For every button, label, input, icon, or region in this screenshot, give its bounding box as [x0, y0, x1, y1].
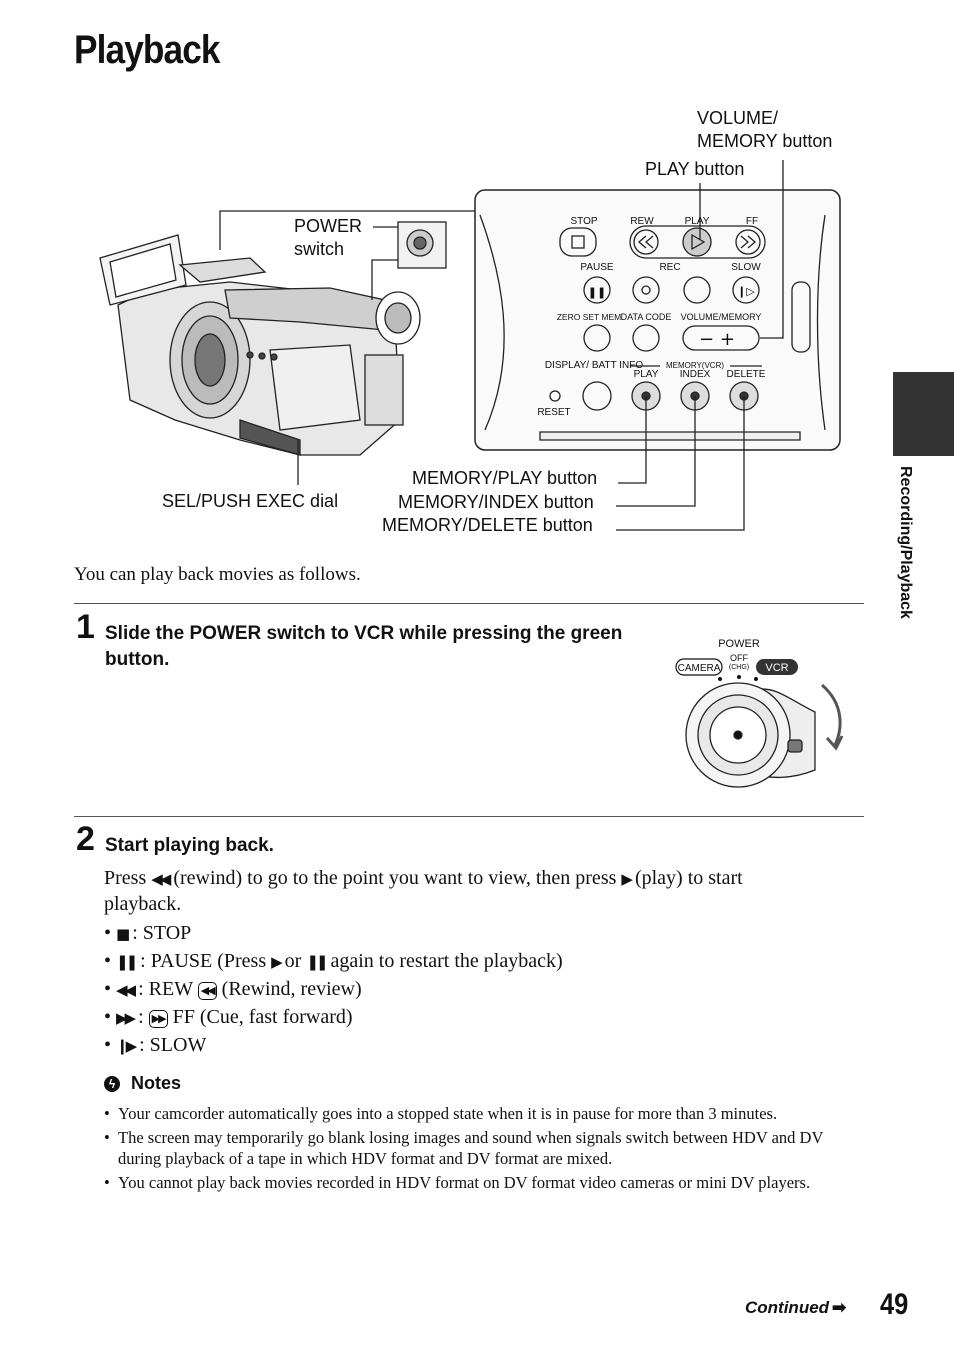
pause-icon: ❚❚: [116, 953, 138, 971]
dial-label-off: OFF: [730, 653, 748, 663]
panel-label-ff: FF: [746, 216, 758, 227]
slow-icon: ❙▶: [116, 1037, 137, 1055]
panel-label-rew: REW: [630, 216, 654, 227]
panel-label-mem-index: INDEX: [680, 369, 711, 380]
fast-forward-icon: ▶▶: [116, 1009, 136, 1027]
list-item: • ■ : STOP: [104, 922, 192, 944]
continued-label: Continued➡: [745, 1298, 847, 1317]
callout-memory-index-button: MEMORY/INDEX button: [398, 492, 594, 512]
page-title: Playback: [74, 28, 220, 72]
panel-label-data-code: DATA CODE: [621, 312, 672, 322]
callout-play-button: PLAY button: [645, 159, 745, 179]
playback-bullet-list: • ■ : STOP • ❚❚ : PAUSE (Press ▶ or ❚❚ a…: [104, 920, 824, 1060]
arrow-right-icon: ➡: [832, 1298, 847, 1317]
callout-power-switch: POWER switch: [294, 216, 363, 259]
section-tab-marker: [893, 372, 954, 456]
list-item: •The screen may temporarily go blank los…: [104, 1128, 824, 1168]
pause-icon: ❚❚: [588, 286, 606, 299]
dial-label-power: POWER: [718, 638, 760, 650]
step-2-text: Start playing back.: [105, 835, 274, 856]
panel-label-rec: REC: [659, 262, 680, 273]
rewind-icon: ◀◀: [151, 870, 171, 888]
callout-volume-memory-button: VOLUME/ MEMORY button: [697, 108, 833, 151]
rew-button-icon: ◀◀: [197, 982, 217, 1000]
section-tab: Recording/Playback: [896, 466, 920, 646]
step-2-body: Press ◀◀ (rewind) to go to the point you…: [104, 866, 824, 917]
volume-plus-minus-icon: − +: [699, 329, 735, 350]
panel-label-mem-delete: DELETE: [727, 369, 766, 380]
pause-icon: ❚❚: [306, 953, 328, 971]
camcorder-figure: STOP REW PLAY FF PAUSE REC SLOW ZERO SET…: [99, 160, 841, 531]
callout-memory-delete-button: MEMORY/DELETE button: [382, 515, 593, 535]
slow-icon: ❙▷: [737, 285, 755, 298]
step-divider: [74, 603, 864, 604]
dial-label-chg: (CHG): [729, 664, 749, 671]
panel-label-slow: SLOW: [731, 262, 761, 273]
notes-heading: ϟ Notes: [104, 1073, 181, 1094]
dial-label-camera: CAMERA: [678, 663, 721, 674]
list-item: •Your camcorder automatically goes into …: [104, 1104, 778, 1123]
panel-label-reset: RESET: [537, 407, 570, 418]
panel-label-play: PLAY: [685, 216, 710, 227]
notes-icon: ϟ: [104, 1076, 120, 1092]
play-icon: ▶: [621, 870, 632, 888]
dial-label-vcr: VCR: [765, 662, 788, 674]
stop-icon: ■: [116, 925, 130, 943]
body-rewind-part: (rewind) to go to the point you want to …: [173, 867, 617, 889]
callout-sel-push-exec-dial: SEL/PUSH EXEC dial: [162, 491, 339, 511]
power-dial-figure: POWER OFF (CHG) CAMERA VCR: [675, 638, 844, 788]
list-item: •You cannot play back movies recorded in…: [104, 1173, 811, 1192]
intro-text: You can play back movies as follows.: [74, 564, 361, 585]
panel-label-zero-set-mem: ZERO SET MEM: [557, 312, 622, 322]
page-number: 49: [880, 1288, 909, 1321]
rewind-icon: ◀◀: [116, 981, 136, 999]
step-2-number: 2: [76, 820, 95, 858]
panel-label-display-batt-info: DISPLAY/ BATT INFO: [545, 360, 644, 371]
callout-memory-play-button: MEMORY/PLAY button: [412, 468, 598, 488]
panel-label-pause: PAUSE: [580, 262, 613, 273]
notes-list: •Your camcorder automatically goes into …: [104, 1103, 870, 1193]
list-item: • ❚❚ : PAUSE (Press ▶ or ❚❚ again to res…: [104, 950, 563, 972]
panel-label-volume-memory: VOLUME/MEMORY: [681, 312, 762, 322]
list-item: • ▶▶ : ▶▶ FF (Cue, fast forward): [104, 1006, 353, 1028]
panel-label-mem-play: PLAY: [634, 369, 659, 380]
step-divider: [74, 816, 864, 817]
list-item: • ◀◀ : REW ◀◀ (Rewind, review): [104, 978, 362, 1000]
body-play-part: (play) to start playback.: [104, 867, 743, 915]
step-1-text: Slide the POWER switch to VCR while pres…: [105, 623, 623, 670]
play-icon: ▶: [271, 953, 282, 971]
ff-button-icon: ▶▶: [148, 1010, 168, 1028]
step-1-number: 1: [76, 608, 95, 646]
panel-label-memory-vcr: MEMORY(VCR): [666, 361, 724, 370]
list-item: • ❙▶ : SLOW: [104, 1034, 207, 1056]
body-press: Press: [104, 867, 147, 889]
panel-label-stop: STOP: [570, 216, 597, 227]
section-tab-label: Recording/Playback: [897, 466, 914, 619]
